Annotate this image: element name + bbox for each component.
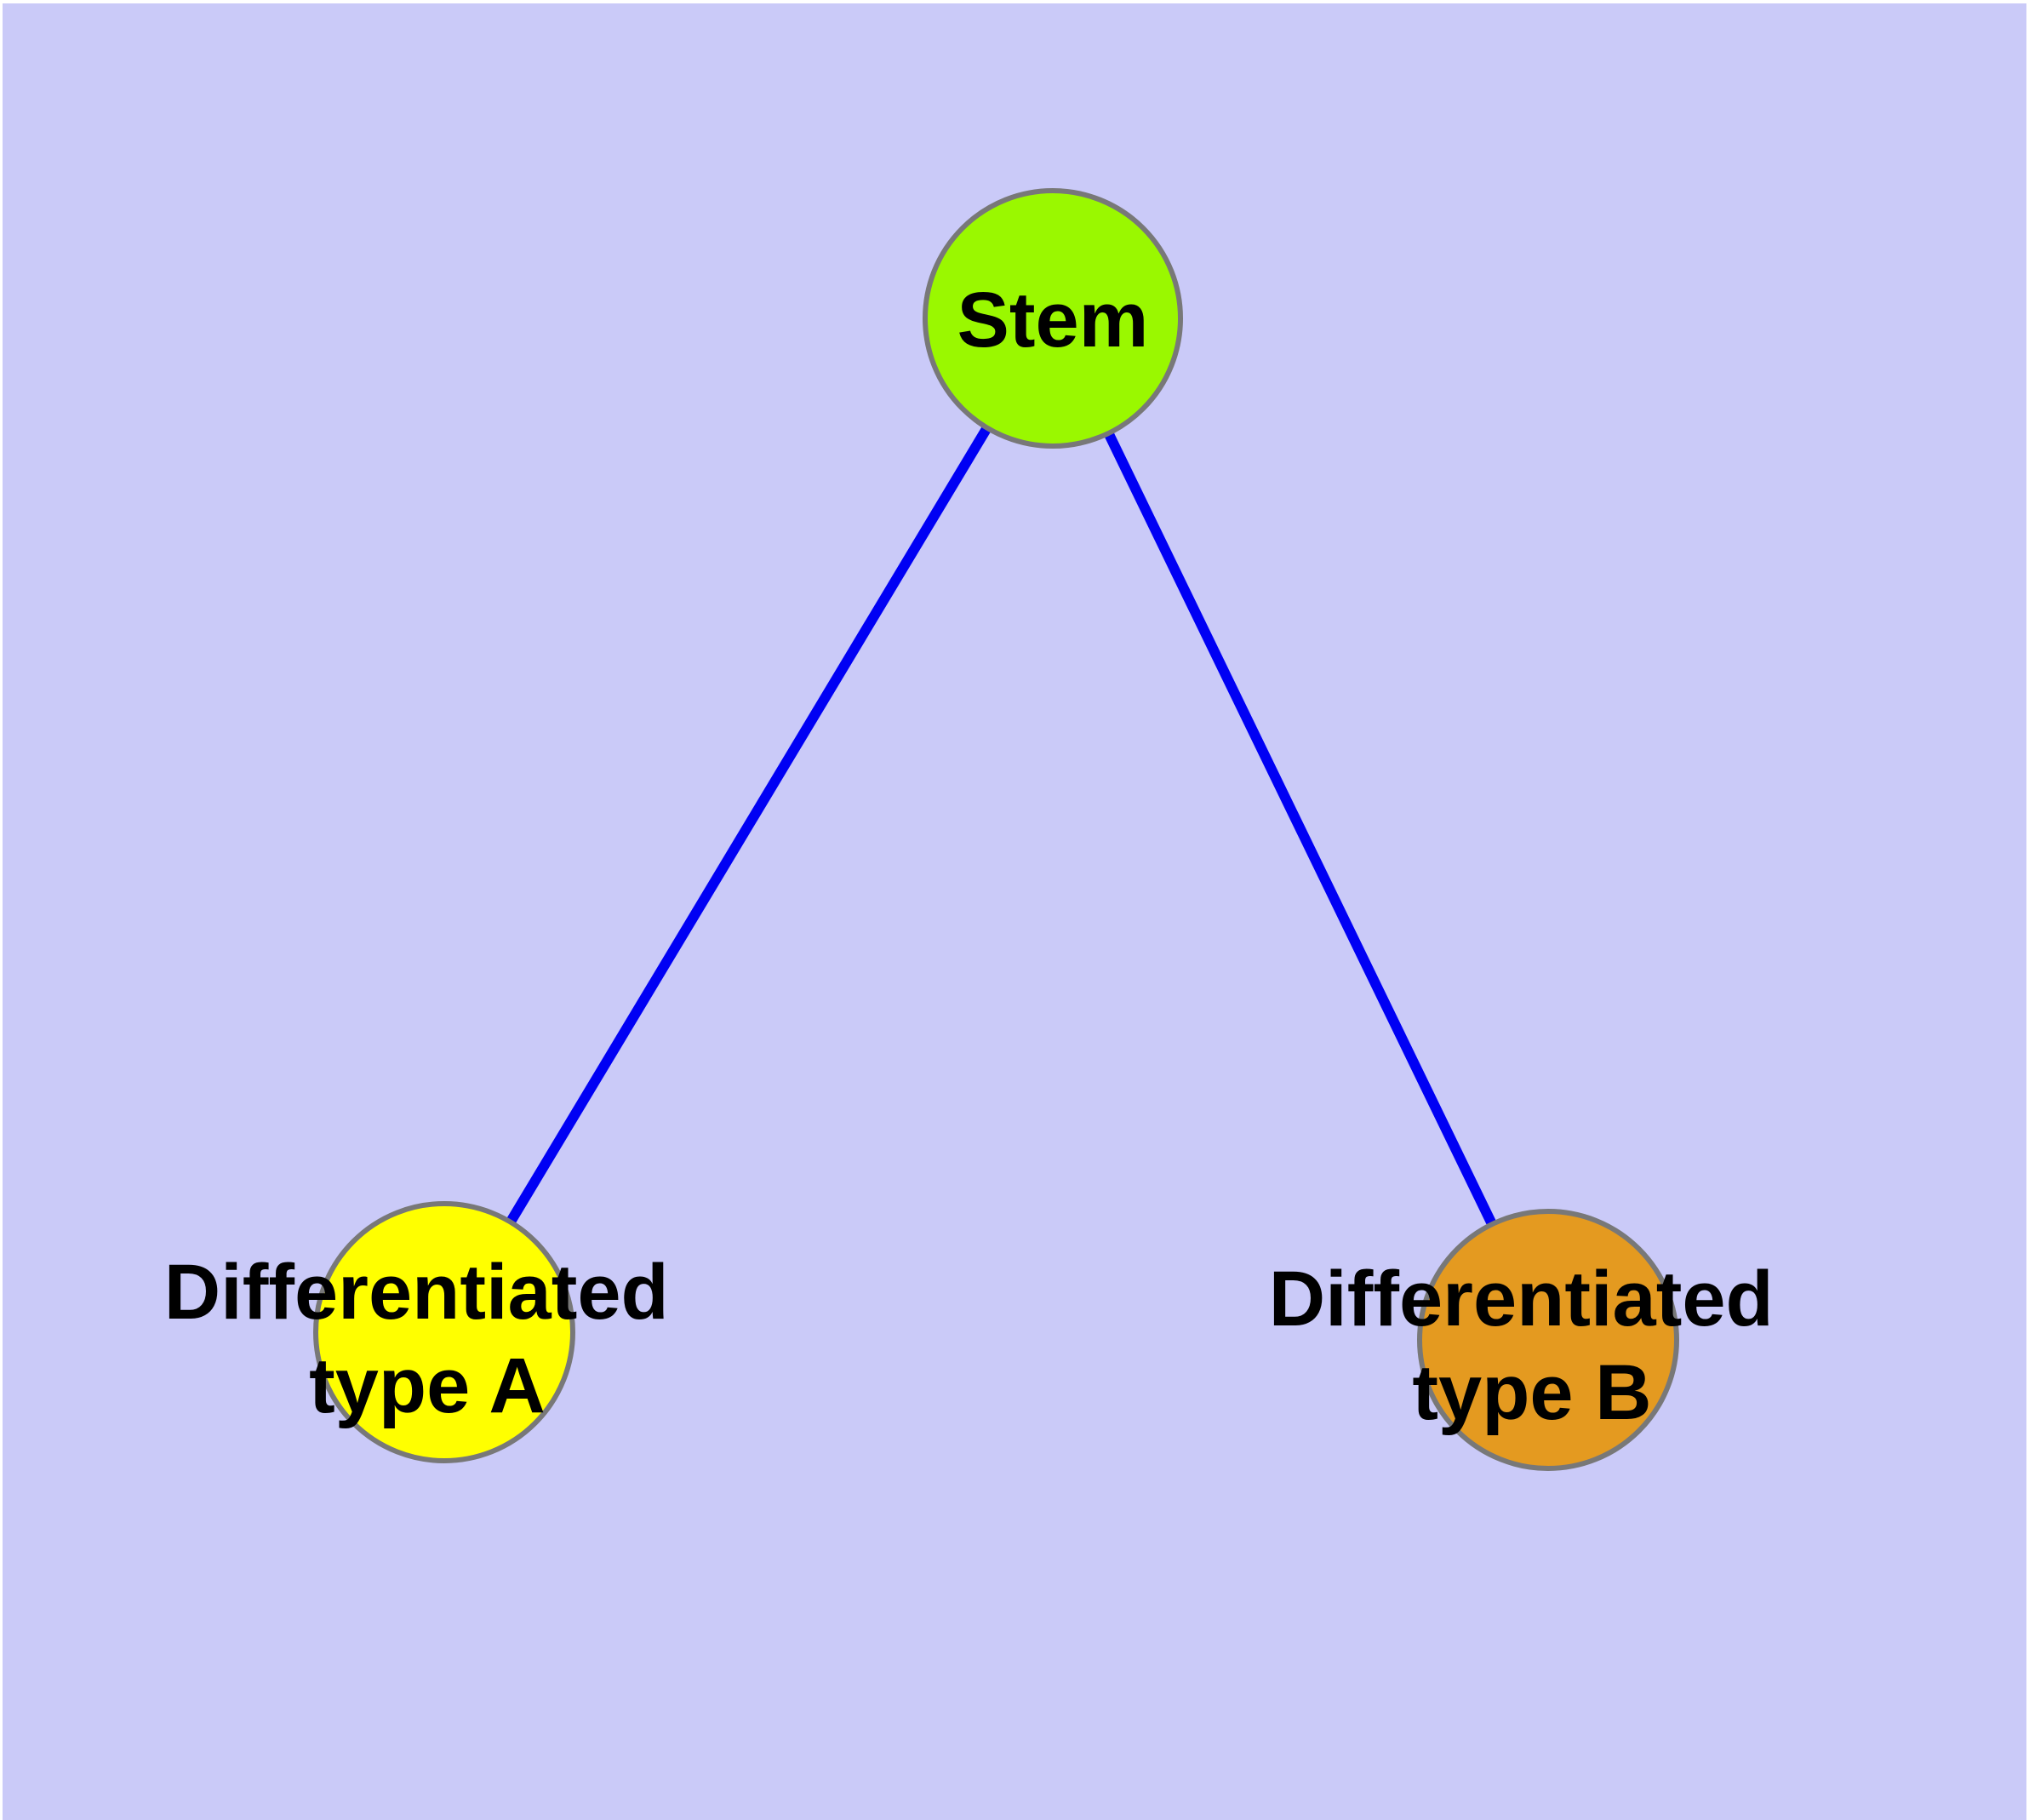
node-type-b-label-line1: Differentiated [1269, 1256, 1774, 1342]
node-type-a-label: Differentiated type A [164, 1249, 691, 1429]
node-differentiated-type-a[interactable] [313, 1201, 575, 1463]
node-differentiated-type-b[interactable] [1417, 1209, 1679, 1471]
node-type-b-label-line2: type B [1412, 1349, 1651, 1436]
frame-left-edge [0, 0, 3, 1820]
node-type-a-label-line2: type A [309, 1342, 546, 1429]
node-stem[interactable] [923, 188, 1183, 449]
frame-top-edge [0, 0, 2029, 3]
node-stem-label: Stem [957, 277, 1149, 363]
node-type-b-label: Differentiated type B [1269, 1256, 1796, 1436]
edge-stem-to-type-b[interactable] [1048, 316, 1553, 1342]
frame-right-edge [2026, 0, 2029, 1820]
node-type-a-label-line1: Differentiated [164, 1249, 669, 1336]
edge-stem-to-type-a[interactable] [439, 315, 1058, 1336]
